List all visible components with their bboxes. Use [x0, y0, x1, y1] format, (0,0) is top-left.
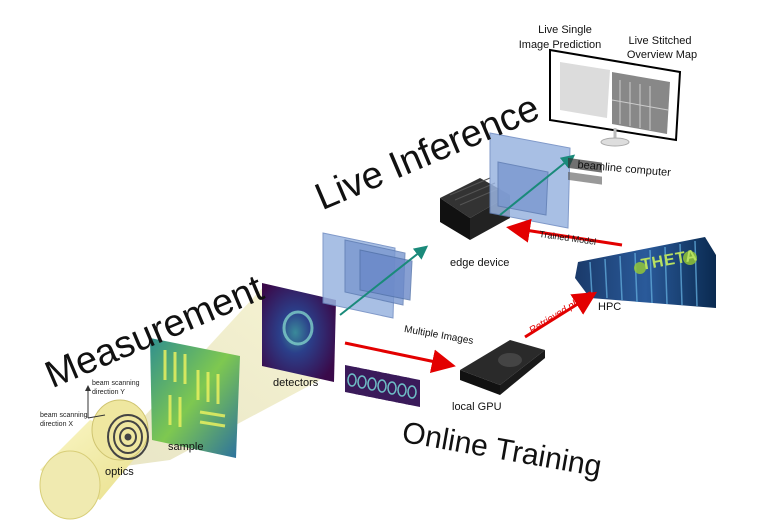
optics-rings [107, 414, 149, 460]
teal-arrow-1 [339, 245, 429, 316]
teal-arrow-2 [499, 154, 576, 216]
beam-source-cylinder [39, 399, 150, 520]
hpc-label: HPC [598, 301, 622, 313]
arrow-multiple-images [344, 341, 456, 374]
arrow-retrieved-phase [524, 291, 598, 339]
beamline-monitor [549, 48, 682, 185]
live-stitched-label-2: Overview Map [626, 49, 698, 61]
beam-x-label-1: beam scanning [40, 412, 88, 419]
sample-label: sample [168, 441, 204, 453]
detectors-label: detectors [273, 377, 319, 389]
beam-x-label-2: direction X [40, 421, 74, 428]
optics-label: optics [105, 466, 134, 478]
arrow-trained-model [506, 218, 623, 247]
sample-image [150, 338, 240, 458]
live-stitched-label-1: Live Stitched [628, 35, 692, 47]
edge-device-label: edge device [450, 257, 510, 269]
local-gpu [460, 340, 545, 395]
live-single-label-1: Live Single [538, 24, 592, 36]
live-single-label-2: Image Prediction [518, 39, 602, 51]
detector-image [262, 283, 336, 382]
beam-y-label-1: beam scanning [92, 380, 140, 387]
image-stack [345, 365, 420, 407]
local-gpu-label: local GPU [452, 401, 502, 413]
hpc-rack [575, 237, 716, 308]
inference-panels-back [489, 132, 571, 229]
inference-panels-front [322, 232, 413, 319]
beam-y-label-2: direction Y [92, 389, 125, 396]
scan-x-arrow [87, 414, 106, 419]
